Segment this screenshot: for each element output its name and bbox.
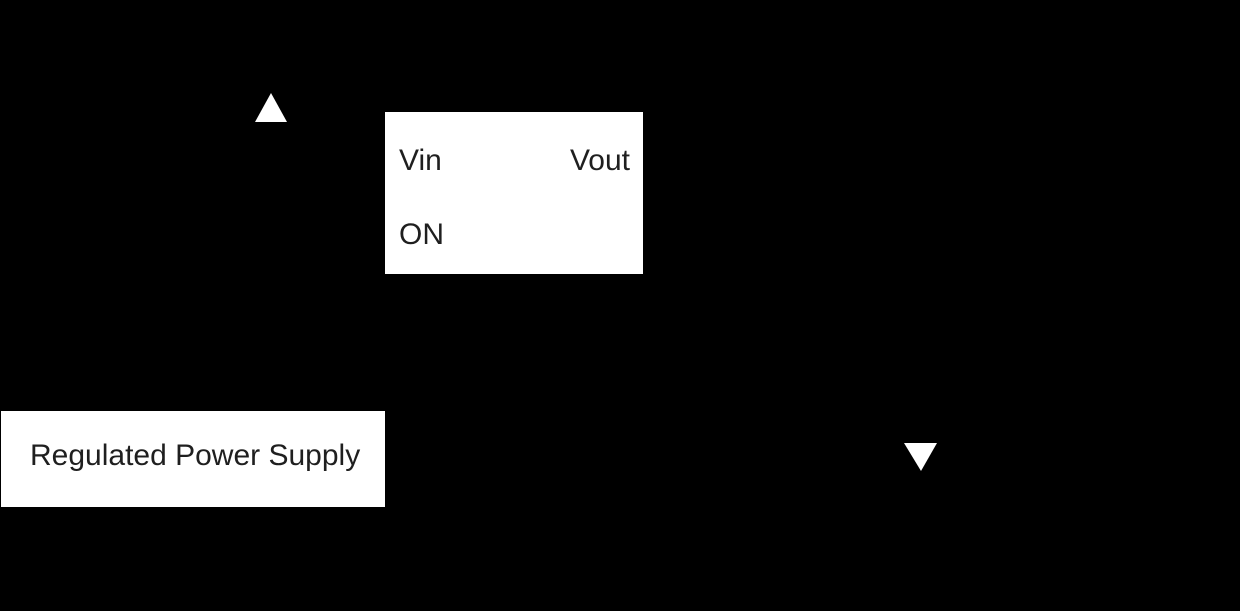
regulated-power-supply-label: Regulated Power Supply — [30, 439, 361, 472]
pin-label-vout: Vout — [569, 144, 630, 177]
down-triangle-icon — [904, 443, 937, 471]
pin-label-vin: Vin — [399, 144, 442, 177]
pin-label-on: ON — [399, 218, 444, 251]
regulated-power-supply-block: Regulated Power Supply — [1, 411, 385, 507]
up-triangle-icon — [255, 93, 287, 122]
regulator-block: Vin Vout ON — [385, 112, 643, 274]
